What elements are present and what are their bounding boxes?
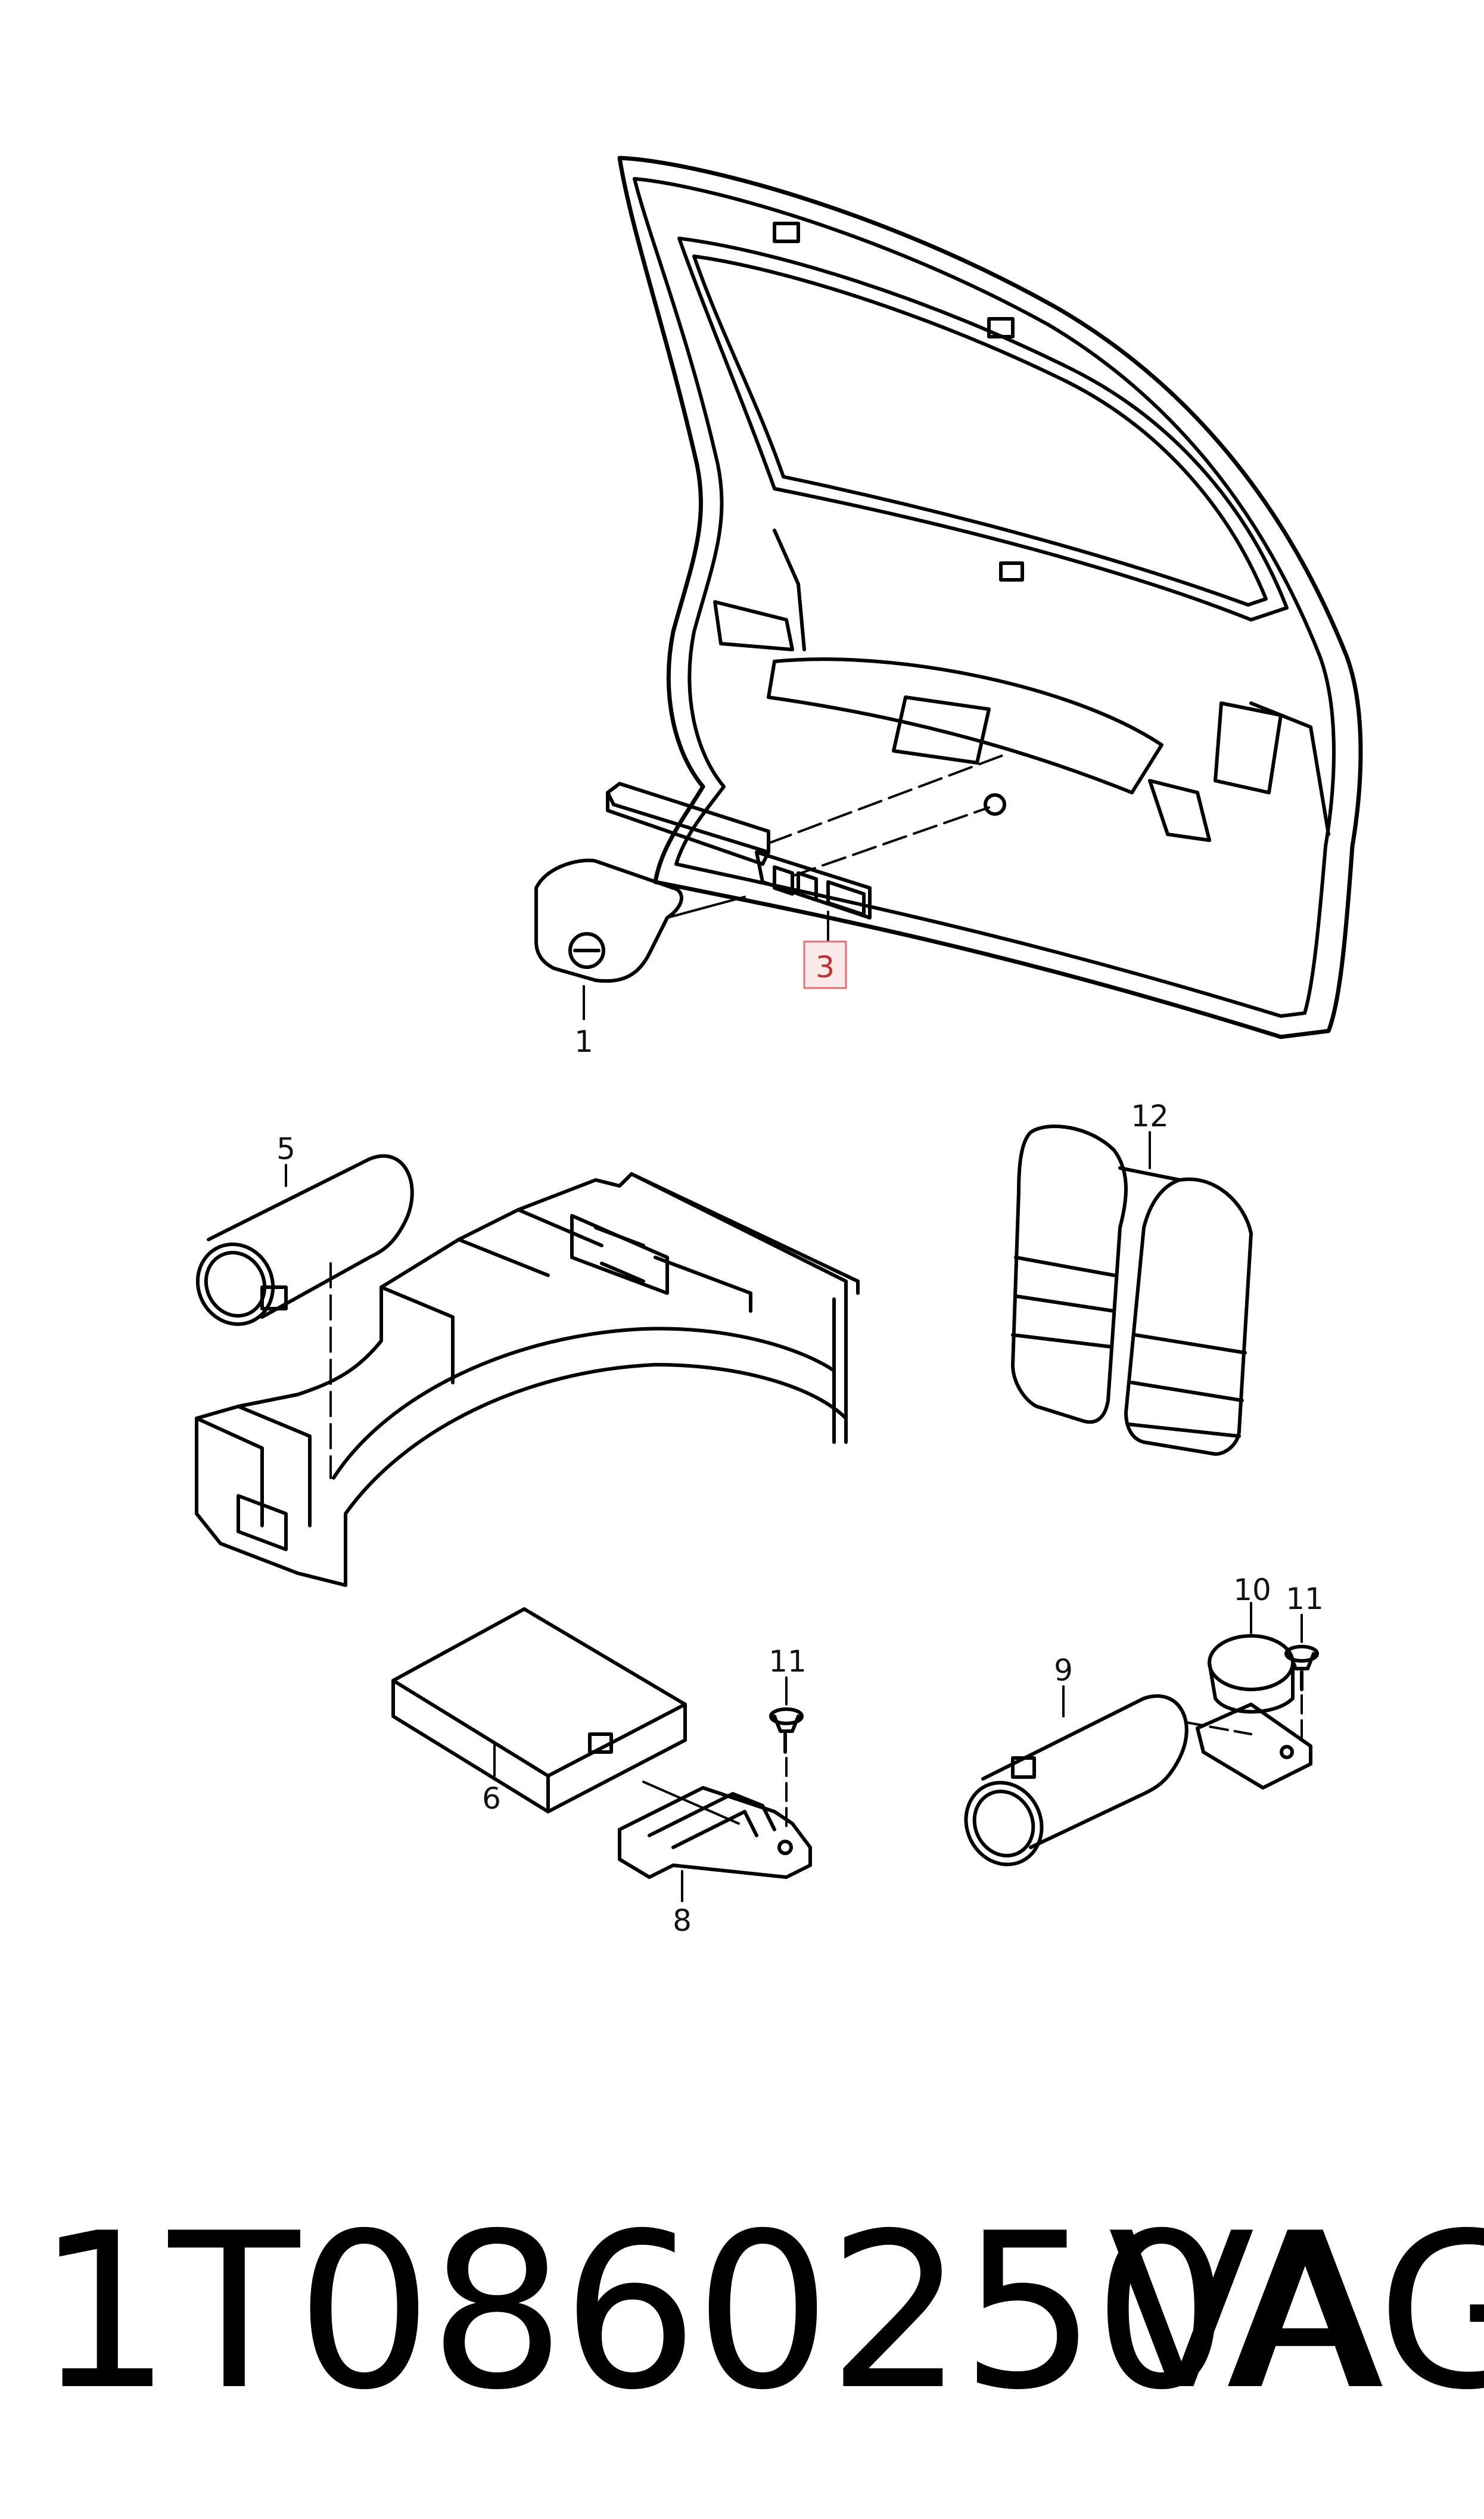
callout-11-left: 11: [769, 1644, 807, 1679]
tailgate-trim-panel: [617, 156, 1363, 1039]
part-11-screw-right: [1284, 1614, 1319, 1741]
part-11-screw-left: [769, 1676, 804, 1831]
part-8-holder-bracket: [618, 1781, 812, 1902]
callout-8: 8: [673, 1903, 692, 1938]
part-5-cylinder-container: [195, 1154, 414, 1479]
callout-5: 5: [276, 1132, 295, 1166]
callout-10: 10: [1233, 1573, 1271, 1607]
part-10-strap-holder: [1184, 1602, 1312, 1790]
part-1-cover-cap: [534, 858, 683, 983]
part-number-label: 1T0860250A: [36, 2187, 1373, 2437]
brand-label: VAG: [1108, 2187, 1484, 2437]
callout-3: 3: [816, 950, 835, 984]
part-12-storage-bag: [1011, 1125, 1253, 1456]
callout-12: 12: [1131, 1099, 1169, 1133]
part-3-trim-strip: [606, 782, 872, 920]
callout-3-highlight-box: [803, 940, 847, 989]
callout-9: 9: [1054, 1653, 1073, 1688]
part-6-flat-box: [391, 1607, 687, 1813]
callout-6: 6: [482, 1781, 501, 1816]
part-9-cylinder-container: [964, 1685, 1189, 1866]
callout-1: 1: [574, 1024, 593, 1059]
parts-diagram: 1 3 5 12 6 8 11 9 10 11: [195, 156, 1363, 1938]
callout-11-right: 11: [1286, 1582, 1324, 1616]
part-foam-insert-tray: [195, 1172, 860, 1587]
